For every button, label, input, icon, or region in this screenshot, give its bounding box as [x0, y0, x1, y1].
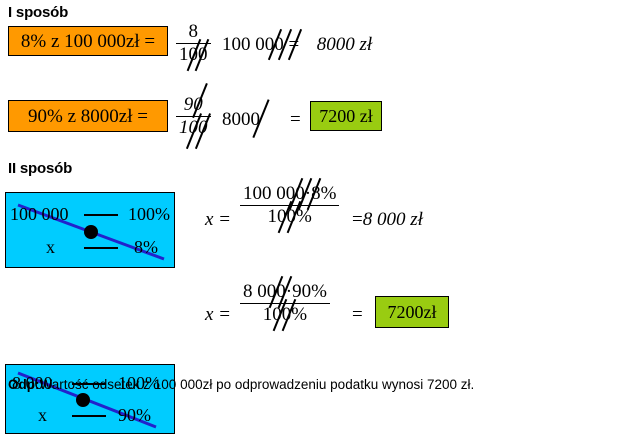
equation-one-equals: =: [352, 209, 363, 230]
fraction-bar: [176, 42, 211, 44]
equation-one-numerator: 100 000 ·8%: [240, 177, 339, 211]
multiplicand-100000-cancelled: 100 000: [222, 28, 302, 61]
fraction-8-over-100: 8 100: [176, 21, 211, 71]
result-text-method-one: 7200 zł: [319, 106, 373, 126]
numerator-value-cancelled: 8 000: [243, 275, 292, 309]
equation-two-equals: =: [352, 304, 363, 325]
equation-two-denominator: 100%: [260, 298, 310, 331]
fraction-90-over-100: 90 100: [176, 83, 211, 149]
cancel-marks-denominator: 100: [179, 38, 209, 71]
result-text-method-two: 7200zł: [387, 302, 437, 322]
fraction-denominator-100: 100: [176, 113, 211, 149]
equation-one-lhs: x =: [205, 210, 231, 229]
multiplicand-text: 100 000: [222, 34, 284, 55]
diagram-two-top-left: 8 000: [12, 373, 53, 393]
equation-two-lhs: x =: [205, 305, 231, 324]
result-method-one-step-one: 8000 zł: [316, 34, 373, 55]
result-box-method-one: 7200 zł: [310, 101, 382, 131]
denominator-value: 100%: [267, 205, 312, 227]
numerator-percent: 90%: [292, 281, 327, 302]
denominator-value: 100%: [262, 303, 308, 325]
proportion-diagram-two: 8 000 100% x 90%: [5, 364, 175, 434]
diagram-one-top-right: 100%: [128, 204, 170, 224]
fraction-numerator-8: 8: [188, 21, 199, 42]
numerator-operator: ·: [304, 183, 312, 204]
denominator-value-cancelled: 100%: [262, 298, 308, 331]
diagram-one-bottom-separator: [84, 247, 118, 249]
expression-method-one-step-two: 8000: [222, 99, 270, 138]
numerator-value-cancelled: 100 000: [243, 177, 321, 211]
equation-one-denominator: 100%: [265, 200, 315, 233]
statement-text-method-one-step-one: 8% z 100 000zł =: [20, 30, 156, 52]
diagram-one-top-separator: [84, 214, 118, 216]
proportion-dot: [76, 393, 90, 407]
equation-two-fraction: 8 000 ·90% 100%: [240, 275, 330, 331]
answer-line: Odp:Wartość odsetek z 100 000zł po odpro…: [8, 377, 474, 392]
answer-text: Wartość odsetek z 100 000zł po odprowadz…: [39, 377, 475, 392]
equals-sign-method-one-step-two: =: [290, 109, 301, 130]
diagram-one-bottom-right: 8%: [134, 237, 158, 257]
equation-one-result-value: 8 000 zł: [362, 209, 423, 230]
diagram-two-top-separator: [72, 383, 106, 385]
numerator-value: 100 000: [243, 183, 305, 204]
result-box-method-two: 7200zł: [375, 296, 449, 328]
multiplicand-8000-cancelled: 8000: [222, 99, 270, 138]
statement-box-method-one-step-two: 90% z 8000zł =: [8, 100, 168, 132]
statement-text-method-one-step-two: 90% z 8000zł =: [28, 105, 148, 127]
diagram-two-top-right: 100%: [118, 373, 160, 393]
proportion-dot: [84, 225, 98, 239]
equation-one-fraction: 100 000 ·8% 100%: [240, 177, 340, 233]
cancel-marks-numerator: 90: [184, 83, 208, 118]
statement-box-method-one-step-one: 8% z 100 000zł =: [8, 26, 168, 56]
equation-two-numerator: 8 000 ·90%: [240, 275, 330, 309]
multiplicand-text: 8000: [222, 109, 260, 130]
denominator-value-cancelled: 100%: [267, 200, 312, 233]
answer-label: Odp:: [8, 377, 40, 392]
equation-one-x-equals: x =: [205, 209, 232, 230]
diagram-two-dot-svg: [76, 393, 90, 407]
diagram-one-top-left: 100 000: [10, 204, 69, 224]
numerator-percent: 8%: [311, 183, 337, 204]
heading-method-one: I sposób: [8, 4, 69, 21]
numerator-operator: ·: [285, 281, 293, 302]
equation-two-x-equals: x =: [205, 304, 232, 325]
diagram-one-bottom-left: x: [46, 237, 55, 257]
fraction-denominator-100: 100: [176, 38, 211, 71]
diagram-one-dot-svg: [84, 225, 98, 239]
proportion-diagram-one: 100 000 100% x 8%: [5, 192, 175, 268]
expression-method-one-step-one: 100 000 = 8000 zł: [222, 28, 373, 61]
fraction-numerator-90: 90: [181, 83, 208, 118]
heading-method-two: II sposób: [8, 160, 73, 177]
equation-one-result: =8 000 zł: [352, 210, 423, 229]
cancel-marks-denominator: 100: [179, 113, 211, 149]
numerator-value: 8 000: [243, 281, 286, 302]
